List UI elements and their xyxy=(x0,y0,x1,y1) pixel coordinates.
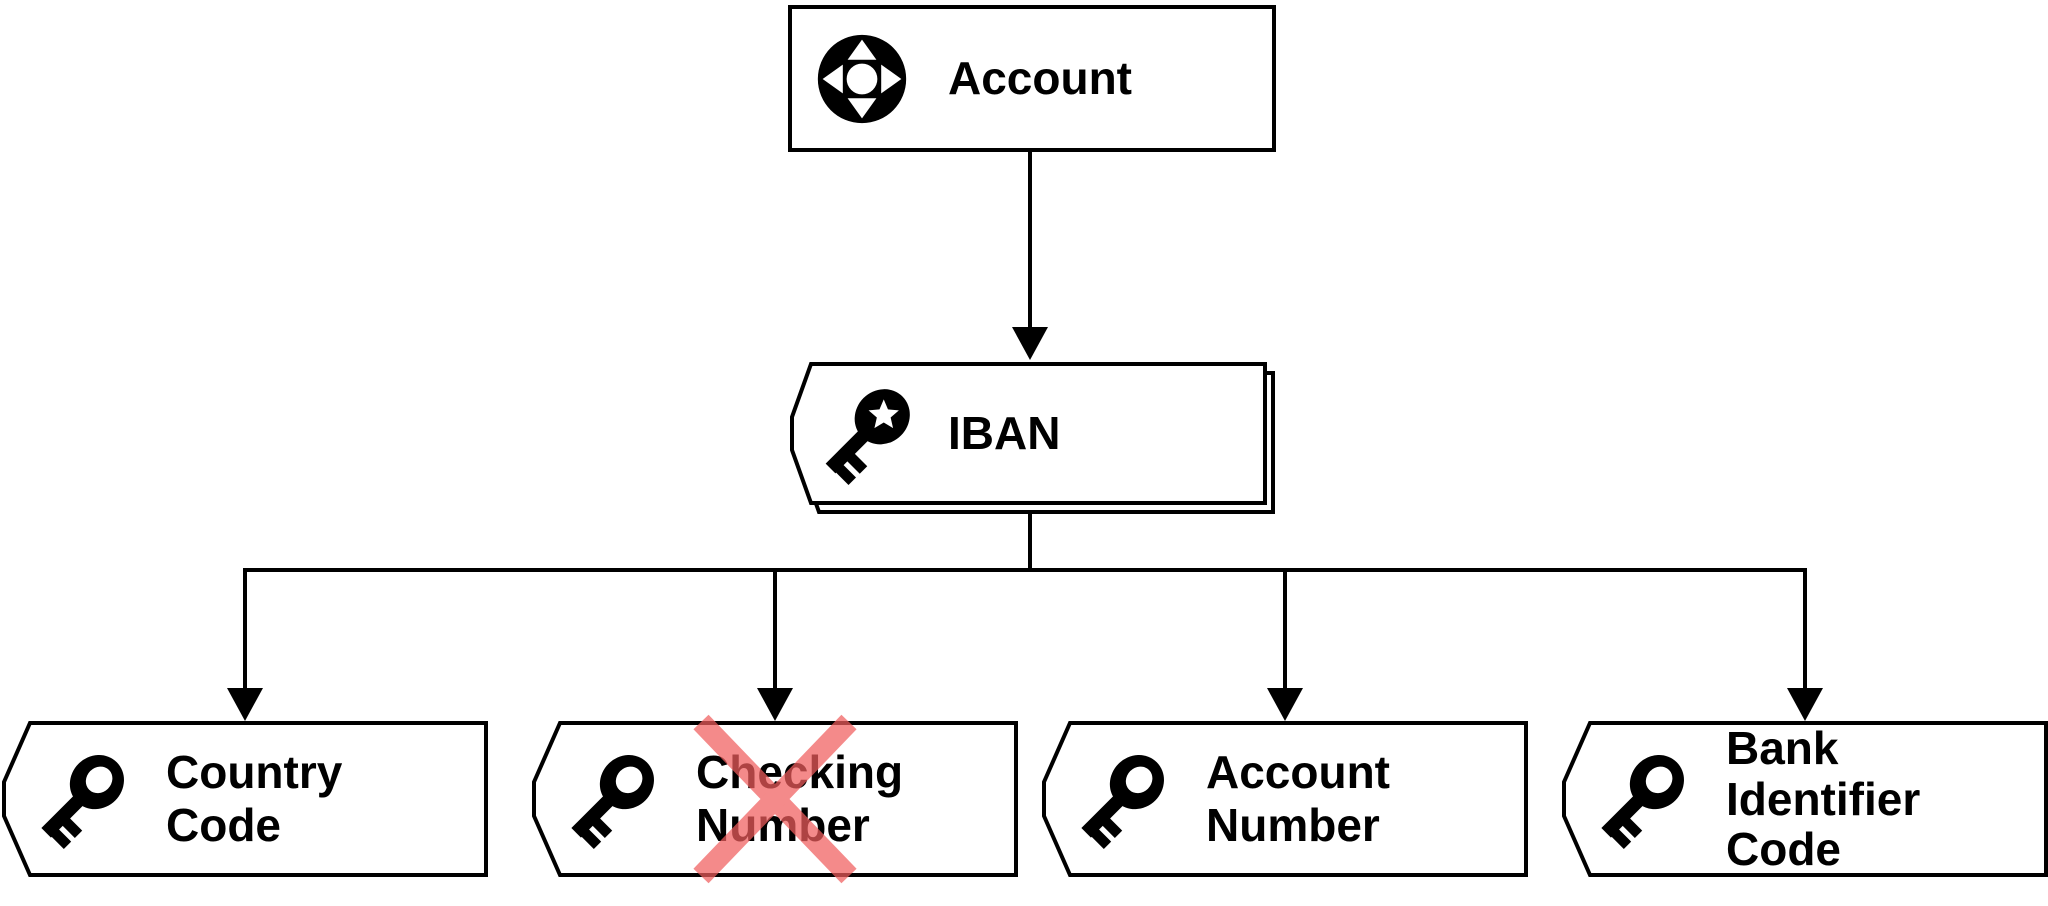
node-label: Checking Number xyxy=(696,746,904,851)
node-label: Account Number xyxy=(1206,746,1390,851)
node-label: Bank Identifier Code xyxy=(1726,722,1921,876)
tag-shape xyxy=(2,721,488,877)
node-label: Country Code xyxy=(166,746,343,851)
node-iban[interactable]: IBAN xyxy=(790,362,1275,514)
key-icon xyxy=(1588,747,1692,851)
node-checking-number[interactable]: Checking Number xyxy=(532,721,1018,877)
node-bank-identifier-code[interactable]: Bank Identifier Code xyxy=(1562,721,2048,877)
tag-shape xyxy=(1042,721,1528,877)
key-icon xyxy=(1068,747,1172,851)
key-icon xyxy=(558,747,662,851)
tag-shape xyxy=(1562,721,2048,877)
node-label: IBAN xyxy=(948,407,1061,460)
node-country-code[interactable]: Country Code xyxy=(2,721,488,877)
node-account-number[interactable]: Account Number xyxy=(1042,721,1528,877)
key-icon xyxy=(28,747,132,851)
move-icon xyxy=(817,34,907,123)
node-account[interactable]: Account xyxy=(788,5,1276,152)
primary-key-star-icon xyxy=(812,380,918,487)
node-label: Account xyxy=(948,52,1132,105)
tag-shape-stacked xyxy=(790,362,1275,514)
